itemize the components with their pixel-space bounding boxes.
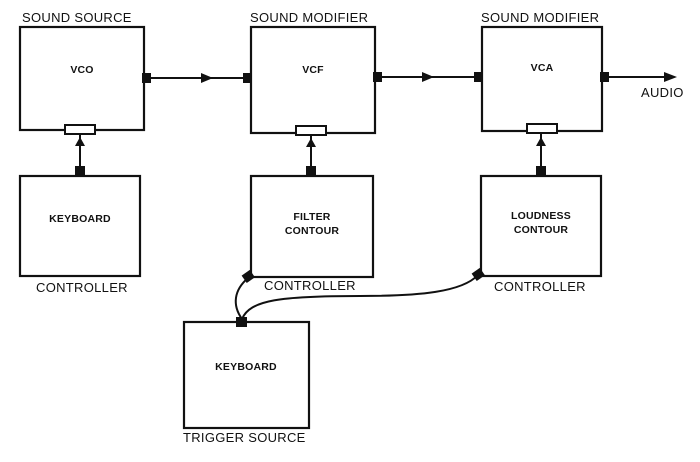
filter-contour-label-1: FILTER [293, 211, 330, 223]
vco-box [18, 25, 146, 132]
filter-contour-module: FILTER CONTOUR CONTROLLER [249, 174, 375, 293]
trigger-links [234, 267, 485, 327]
filter-contour-box [249, 174, 375, 279]
vco-label: VCO [70, 64, 93, 76]
vcf-input-terminal [243, 73, 252, 83]
audio-signal-path: AUDIO [142, 72, 684, 100]
vco-caption: SOUND SOURCE [22, 10, 132, 25]
trigger-to-filter-wire [234, 277, 249, 320]
keyboard-controller-label: KEYBOARD [49, 213, 111, 225]
loudness-contour-to-vca-arrow [536, 137, 546, 146]
vcf-control-input-jack [295, 125, 327, 136]
loudness-contour-box [479, 174, 603, 278]
control-voltage-links [64, 123, 558, 176]
trigger-source-label: KEYBOARD [215, 361, 277, 373]
vcf-module: SOUND MODIFIER VCF [249, 10, 377, 135]
vcf-output-terminal [373, 72, 382, 82]
vca-caption: SOUND MODIFIER [481, 10, 599, 25]
filter-contour-to-vcf-arrow [306, 138, 316, 147]
trigger-output-terminal [236, 317, 247, 327]
trigger-source-box [182, 320, 311, 430]
keyboard-controller-module: KEYBOARD CONTROLLER [18, 174, 142, 295]
loudness-contour-output-terminal [536, 166, 546, 176]
trigger-source-module: KEYBOARD TRIGGER SOURCE [182, 320, 311, 445]
keyboard-controller-box [18, 174, 142, 278]
vca-module: SOUND MODIFIER VCA [480, 10, 604, 133]
vco-to-vcf-arrow [201, 73, 213, 83]
loudness-contour-caption: CONTROLLER [494, 279, 586, 294]
keyboard-controller-caption: CONTROLLER [36, 280, 128, 295]
filter-contour-caption: CONTROLLER [264, 278, 356, 293]
vcf-label: VCF [302, 64, 324, 76]
vca-label: VCA [531, 62, 554, 74]
loudness-contour-module: LOUDNESS CONTOUR CONTROLLER [479, 174, 603, 294]
vco-control-input-jack [64, 124, 96, 135]
loudness-contour-label-2: CONTOUR [514, 224, 569, 236]
filter-contour-label-2: CONTOUR [285, 225, 340, 237]
filter-contour-trigger-input [241, 269, 255, 283]
keyboard-controller-output-terminal [75, 166, 85, 176]
vca-control-input-jack [526, 123, 558, 134]
filter-contour-output-terminal [306, 166, 316, 176]
vca-output-terminal [600, 72, 609, 82]
loudness-contour-label-1: LOUDNESS [511, 210, 571, 222]
trigger-to-loudness-wire [241, 274, 479, 320]
vca-box [480, 25, 604, 133]
audio-output-label: AUDIO [641, 85, 684, 100]
trigger-source-caption: TRIGGER SOURCE [183, 430, 306, 445]
vco-module: SOUND SOURCE VCO [18, 10, 146, 132]
loudness-contour-trigger-input [471, 267, 485, 281]
vcf-box [249, 25, 377, 135]
keyboard-to-vco-arrow [75, 137, 85, 146]
vca-input-terminal [474, 72, 483, 82]
vcf-to-vca-arrow [422, 72, 434, 82]
vco-output-terminal [142, 73, 151, 83]
audio-output-arrow [664, 72, 677, 82]
vcf-caption: SOUND MODIFIER [250, 10, 368, 25]
